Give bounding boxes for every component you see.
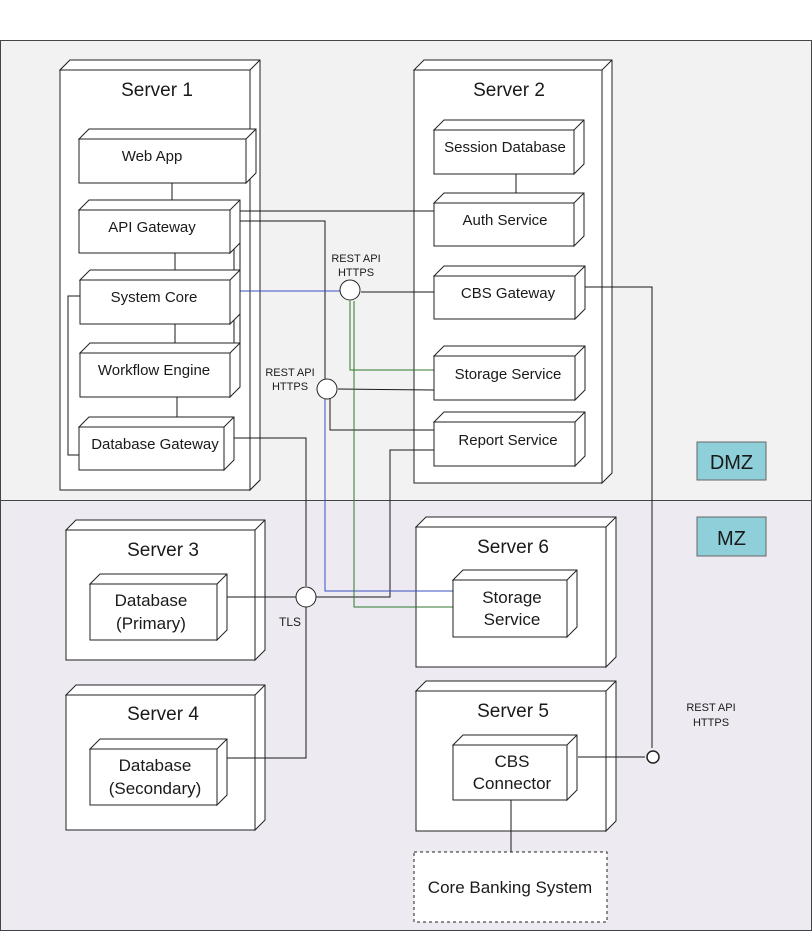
storage-service-mz-label-line1: Storage xyxy=(482,588,542,607)
auth-service-component[interactable]: Auth Service xyxy=(432,192,585,248)
core-banking-system-label: Core Banking System xyxy=(428,878,592,897)
api-gateway-label: API Gateway xyxy=(108,219,196,236)
system-core-component[interactable]: System Core xyxy=(78,269,241,326)
tls-label: TLS xyxy=(279,615,301,629)
link-rest1-storage-mz xyxy=(353,301,453,608)
auth-service-label: Auth Service xyxy=(462,212,547,229)
cbs-connector-component[interactable]: CBS Connector xyxy=(451,734,578,802)
report-service-component[interactable]: Report Service xyxy=(432,411,586,468)
database-primary-label-line1: Database xyxy=(115,591,188,610)
green-links xyxy=(349,301,453,608)
database-secondary-component[interactable]: Database (Secondary) xyxy=(88,738,228,807)
database-gateway-label: Database Gateway xyxy=(91,436,219,453)
server-6-title: Server 6 xyxy=(477,537,549,558)
cbs-connector-label-line1: CBS xyxy=(495,752,530,771)
rest1-label-line2: HTTPS xyxy=(338,267,374,279)
api-gateway-component[interactable]: API Gateway xyxy=(77,199,241,255)
link-report-tls xyxy=(316,449,434,598)
mz-label: MZ xyxy=(717,528,746,550)
tls-interface[interactable] xyxy=(295,586,317,608)
link-dbgateway-tls xyxy=(234,437,307,586)
mz-badge: MZ xyxy=(696,516,767,557)
server-3-title: Server 3 xyxy=(127,540,199,561)
database-primary-label-line2: (Primary) xyxy=(116,614,186,633)
web-app-label: Web App xyxy=(122,148,183,165)
core-banking-system-node[interactable]: Core Banking System xyxy=(413,851,608,923)
blue-links xyxy=(230,290,453,592)
cbs-gateway-label: CBS Gateway xyxy=(461,285,556,302)
link-rest1-storage-service xyxy=(349,301,434,371)
storage-service-mz-component[interactable]: Storage Service xyxy=(451,569,578,639)
rest3-label-line1: REST API xyxy=(686,702,735,714)
web-app-component[interactable]: Web App xyxy=(77,128,257,185)
database-secondary-label-line1: Database xyxy=(119,756,192,775)
connections xyxy=(67,174,653,852)
server-5-title: Server 5 xyxy=(477,701,549,722)
dmz-label: DMZ xyxy=(710,452,753,474)
cbs-gateway-component[interactable]: CBS Gateway xyxy=(432,265,586,321)
cbs-connector-label-line2: Connector xyxy=(473,774,552,793)
server-2-title: Server 2 xyxy=(473,80,545,101)
rest-api-interface-2[interactable] xyxy=(316,378,338,400)
rest3-label-line2: HTTPS xyxy=(693,717,729,729)
rest2-label-line2: HTTPS xyxy=(272,381,308,393)
workflow-engine-component[interactable]: Workflow Engine xyxy=(78,342,241,399)
report-service-label: Report Service xyxy=(458,432,557,449)
rest-api-interface-3[interactable] xyxy=(646,750,660,764)
rest2-label-line1: REST API xyxy=(265,367,314,379)
server-1-title: Server 1 xyxy=(121,80,193,101)
database-primary-component[interactable]: Database (Primary) xyxy=(88,573,228,642)
link-rest2-report xyxy=(329,398,434,431)
storage-service-mz-label-line2: Service xyxy=(484,610,541,629)
database-gateway-component[interactable]: Database Gateway xyxy=(77,416,235,472)
database-secondary-label-line2: (Secondary) xyxy=(109,779,202,798)
link-tls-dbsecondary xyxy=(227,607,307,759)
link-rest2-storage-mz xyxy=(324,399,453,592)
session-database-label: Session Database xyxy=(444,139,566,156)
storage-service-label: Storage Service xyxy=(455,366,562,383)
session-database-component[interactable]: Session Database xyxy=(432,119,585,176)
link-cbsgateway-rest3 xyxy=(585,286,653,748)
workflow-engine-label: Workflow Engine xyxy=(98,362,210,379)
rest-api-interface-1[interactable] xyxy=(339,279,361,301)
rest1-label-line1: REST API xyxy=(331,253,380,265)
dmz-badge: DMZ xyxy=(696,441,767,481)
storage-service-component[interactable]: Storage Service xyxy=(432,345,586,402)
link-apigateway-rest2 xyxy=(230,220,326,380)
system-core-label: System Core xyxy=(111,289,198,306)
server-4-title: Server 4 xyxy=(127,704,199,725)
link-systemcore-dbgateway xyxy=(67,295,80,456)
